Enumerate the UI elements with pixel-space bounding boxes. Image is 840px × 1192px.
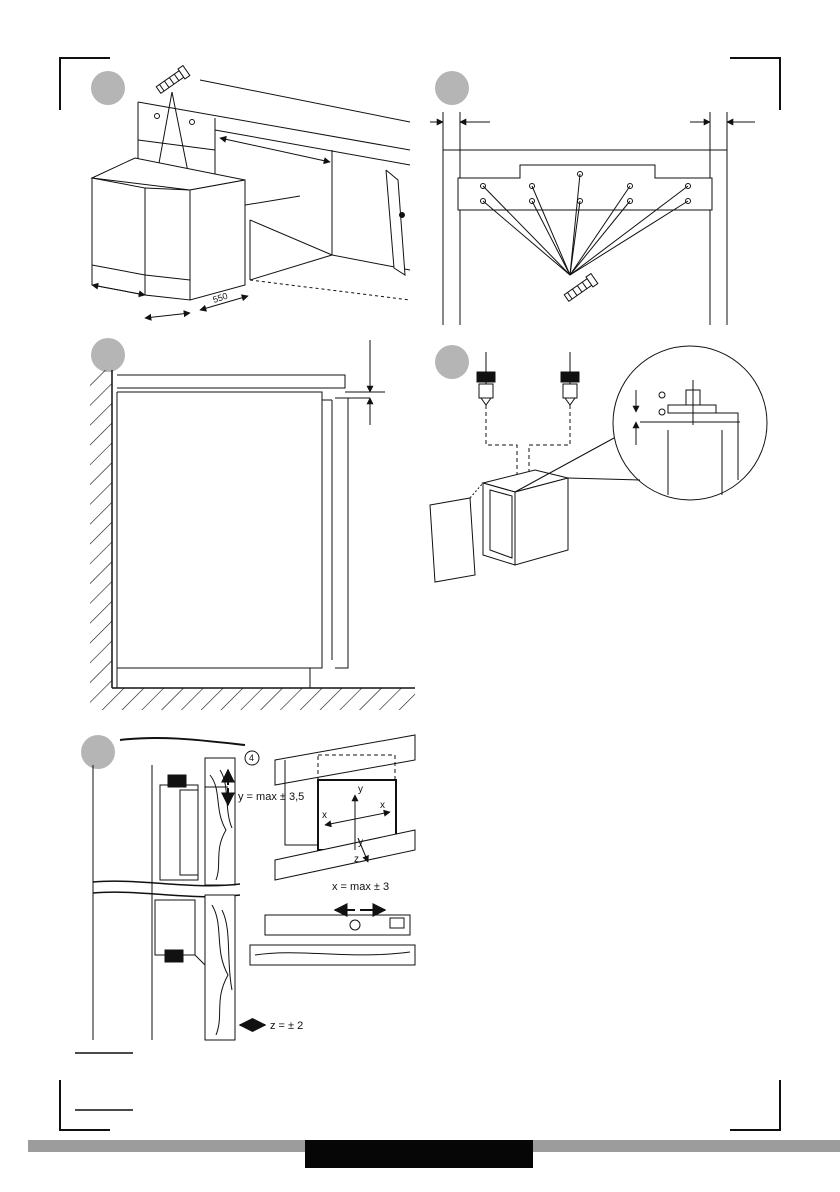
fig4-callout: 4 (249, 753, 254, 763)
fig4-y-label: y = max ± 3,5 (238, 791, 304, 803)
fig4-axis-z: z (354, 854, 359, 865)
screw-icon (563, 274, 598, 303)
fig4-axis-y-top: y (358, 784, 363, 795)
footer-tab (305, 1140, 533, 1168)
step-marker (91, 71, 125, 105)
footnote-rules (75, 1053, 133, 1110)
fig4-axis-x-left: x (322, 810, 327, 821)
fig4-x-label: x = max ± 3 (332, 881, 389, 893)
screw-icon (155, 66, 190, 95)
figure-2 (430, 71, 755, 325)
step-marker (81, 735, 115, 769)
fig4-axis-y-bottom: y (358, 837, 363, 848)
step-marker (91, 338, 125, 372)
step-marker (435, 345, 469, 379)
figure-1 (91, 66, 410, 318)
fig4-axis-x-right: x (380, 800, 385, 811)
fig4-z-label: z = ± 2 (270, 1020, 303, 1032)
bolt-icon (561, 352, 579, 405)
bolt-icon (477, 352, 495, 405)
figure-3 (90, 338, 415, 710)
step-marker (435, 71, 469, 105)
figure-3b (430, 345, 767, 582)
